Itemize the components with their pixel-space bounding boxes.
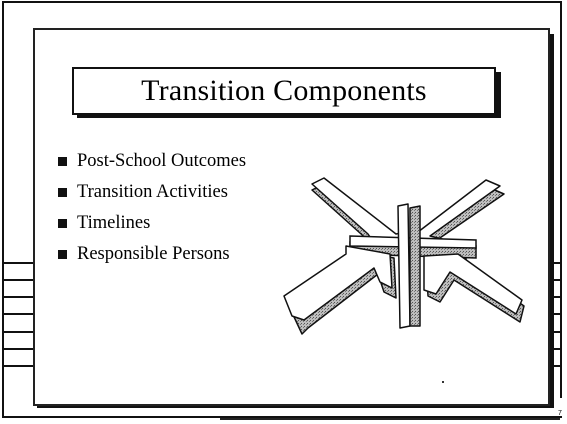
- bullet-item: Responsible Persons: [58, 239, 246, 270]
- slide-title: Transition Components: [141, 74, 427, 107]
- title-shadow-right: [495, 72, 501, 118]
- bullet-item: Timelines: [58, 208, 246, 239]
- title-box: Transition Components: [72, 67, 496, 115]
- arrow-bottom-right: [423, 253, 525, 323]
- bullet-list: Post-School Outcomes Transition Activiti…: [58, 146, 246, 270]
- bullet-item: Post-School Outcomes: [58, 146, 246, 177]
- square-bullet-icon: [58, 188, 67, 197]
- right-edge-lines: [549, 262, 561, 367]
- arrow-center-stems: [397, 203, 421, 329]
- bullet-text: Transition Activities: [77, 182, 228, 202]
- bullet-item: Transition Activities: [58, 177, 246, 208]
- page-frame: [2, 1, 562, 418]
- left-edge-lines: [4, 262, 34, 367]
- square-bullet-icon: [58, 157, 67, 166]
- slide-shadow-right: [548, 34, 554, 406]
- title-shadow-bottom: [77, 112, 501, 118]
- bottom-rule: [220, 418, 560, 420]
- page-number: 7: [558, 410, 562, 417]
- square-bullet-icon: [58, 219, 67, 228]
- scan-speck: [442, 381, 444, 383]
- bullet-text: Post-School Outcomes: [77, 151, 247, 171]
- bullet-text: Responsible Persons: [77, 244, 230, 264]
- bullet-text: Timelines: [77, 213, 151, 233]
- square-bullet-icon: [58, 250, 67, 259]
- arrow-bottom-left: [283, 245, 397, 335]
- four-arrows-converging-icon: [283, 177, 525, 335]
